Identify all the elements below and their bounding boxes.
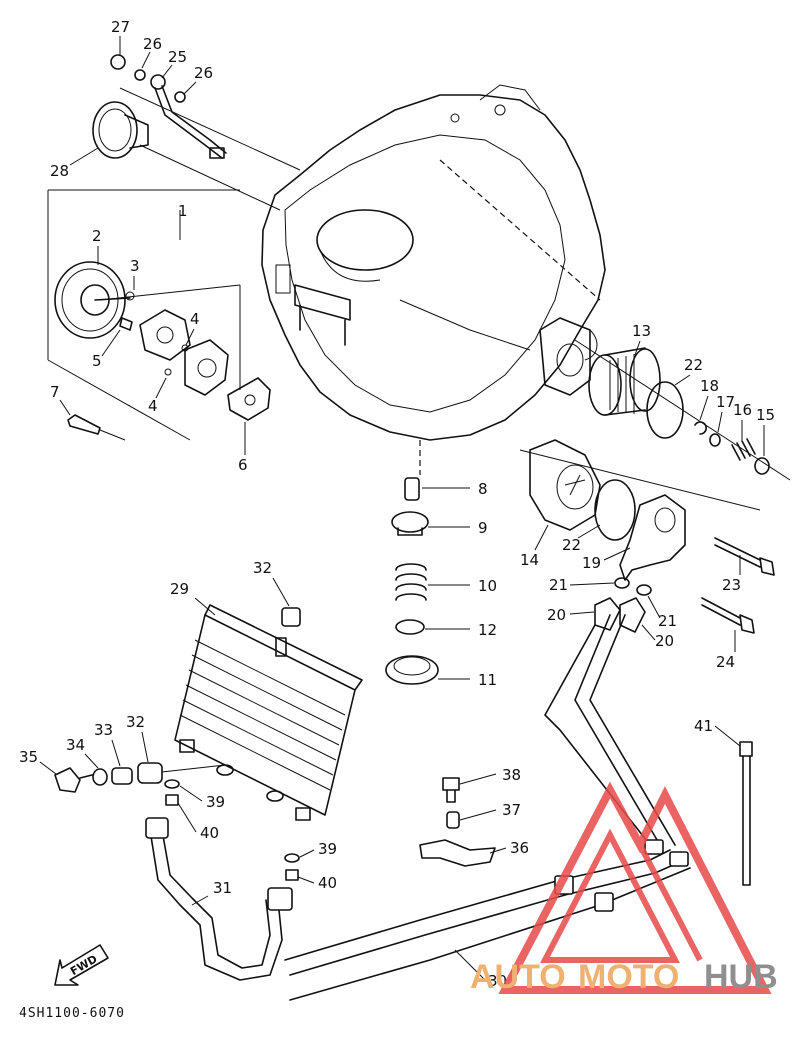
leader-line xyxy=(119,87,301,171)
fwd-label: FWD xyxy=(68,952,99,978)
callout-17: 17 xyxy=(716,393,735,411)
callout-25: 25 xyxy=(168,48,187,66)
oil-filter-element-13 xyxy=(588,347,661,416)
watermark-auto: AUTO xyxy=(470,958,566,996)
callout-22: 22 xyxy=(562,536,581,554)
bolt-38 xyxy=(442,777,460,803)
filter-cover-14 xyxy=(529,439,601,531)
callout-34: 34 xyxy=(66,736,85,754)
callout-18: 18 xyxy=(700,377,719,395)
bolt-24 xyxy=(701,597,755,634)
callout-4: 4 xyxy=(190,310,200,328)
union-bolt-20b xyxy=(619,597,646,633)
callout-40: 40 xyxy=(200,824,219,842)
o-ring-39b xyxy=(284,853,300,863)
bolt-23 xyxy=(714,537,775,576)
callout-20: 20 xyxy=(547,606,566,624)
callout-7: 7 xyxy=(50,383,60,401)
callout-24: 24 xyxy=(716,653,735,671)
fwd-arrow: FWD xyxy=(54,944,109,986)
oil-pump-group-bracket xyxy=(47,189,241,441)
callout-36: 36 xyxy=(510,839,529,857)
callout-40: 40 xyxy=(318,874,337,892)
collar-32a xyxy=(281,607,301,627)
oil-delivery-pipe-25 xyxy=(110,54,227,159)
callout-39: 39 xyxy=(206,793,225,811)
callout-21: 21 xyxy=(658,612,677,630)
leader-line xyxy=(519,339,791,511)
callout-5: 5 xyxy=(92,352,102,370)
collar-40a xyxy=(165,794,179,806)
callout-6: 6 xyxy=(238,456,248,474)
callout-27: 27 xyxy=(111,18,130,36)
collar-37 xyxy=(446,811,460,829)
callout-3: 3 xyxy=(130,257,140,275)
callout-15: 15 xyxy=(756,406,775,424)
hose-clamp-36 xyxy=(419,839,496,867)
callout-11: 11 xyxy=(478,671,497,689)
callout-22: 22 xyxy=(684,356,703,374)
watermark-logo xyxy=(498,781,772,994)
callout-39: 39 xyxy=(318,840,337,858)
washer-21a xyxy=(614,577,630,589)
callout-30: 30 xyxy=(488,972,507,990)
callout-41: 41 xyxy=(694,717,713,735)
callout-29: 29 xyxy=(170,580,189,598)
callout-26: 26 xyxy=(194,64,213,82)
callout-4: 4 xyxy=(148,397,158,415)
callout-31: 31 xyxy=(213,879,232,897)
callout-32: 32 xyxy=(126,713,145,731)
oil-pump-drive-gear xyxy=(54,261,135,339)
callout-35: 35 xyxy=(19,748,38,766)
callout-2: 2 xyxy=(92,227,102,245)
callout-1: 1 xyxy=(178,202,188,220)
washer-21b xyxy=(636,584,652,596)
callout-13: 13 xyxy=(632,322,651,340)
callout-32: 32 xyxy=(253,559,272,577)
watermark-moto: MOTO xyxy=(578,958,679,996)
callouts: 27 26 25 26 28 1 2 3 4 4 5 7 6 8 9 10 12… xyxy=(19,18,775,990)
callout-21: 21 xyxy=(549,576,568,594)
collar-40b xyxy=(285,869,299,881)
crankcase-cover xyxy=(261,84,606,441)
oil-cooler-29 xyxy=(174,604,363,821)
watermark-text: AUTO MOTO HUB xyxy=(470,958,778,996)
callout-28: 28 xyxy=(50,162,69,180)
callout-33: 33 xyxy=(94,721,113,739)
relief-valve-parts xyxy=(385,477,439,685)
diagram-code: 4SH1100-6070 xyxy=(19,1006,125,1021)
callout-9: 9 xyxy=(478,519,488,537)
callout-19: 19 xyxy=(582,554,601,572)
oil-hose-31 xyxy=(145,817,293,981)
washer-17 xyxy=(709,433,721,447)
oil-pump-gasket xyxy=(227,377,271,421)
oil-pump-body xyxy=(119,309,229,396)
o-ring-39a xyxy=(164,779,180,789)
callout-10: 10 xyxy=(478,577,497,595)
callout-37: 37 xyxy=(502,801,521,819)
callout-14: 14 xyxy=(520,551,539,569)
watermark-hub: HUB xyxy=(704,958,778,996)
callout-12: 12 xyxy=(478,621,497,639)
callout-38: 38 xyxy=(502,766,521,784)
cable-tie-41 xyxy=(739,741,753,886)
o-ring-22b xyxy=(594,479,636,541)
union-bolt-20a xyxy=(594,597,621,631)
plug-15 xyxy=(754,457,770,475)
callout-16: 16 xyxy=(733,401,752,419)
spring-16 xyxy=(731,438,756,461)
oil-pump-gear-28 xyxy=(92,101,149,159)
filter-outlet-19 xyxy=(619,494,686,581)
callout-23: 23 xyxy=(722,576,741,594)
cooler-mount-hardware xyxy=(54,762,226,793)
callout-20: 20 xyxy=(655,632,674,650)
callout-26: 26 xyxy=(143,35,162,53)
callout-8: 8 xyxy=(478,480,488,498)
oil-hose-30 xyxy=(284,614,691,1001)
screw-7 xyxy=(67,414,126,441)
leader-line xyxy=(139,144,281,211)
